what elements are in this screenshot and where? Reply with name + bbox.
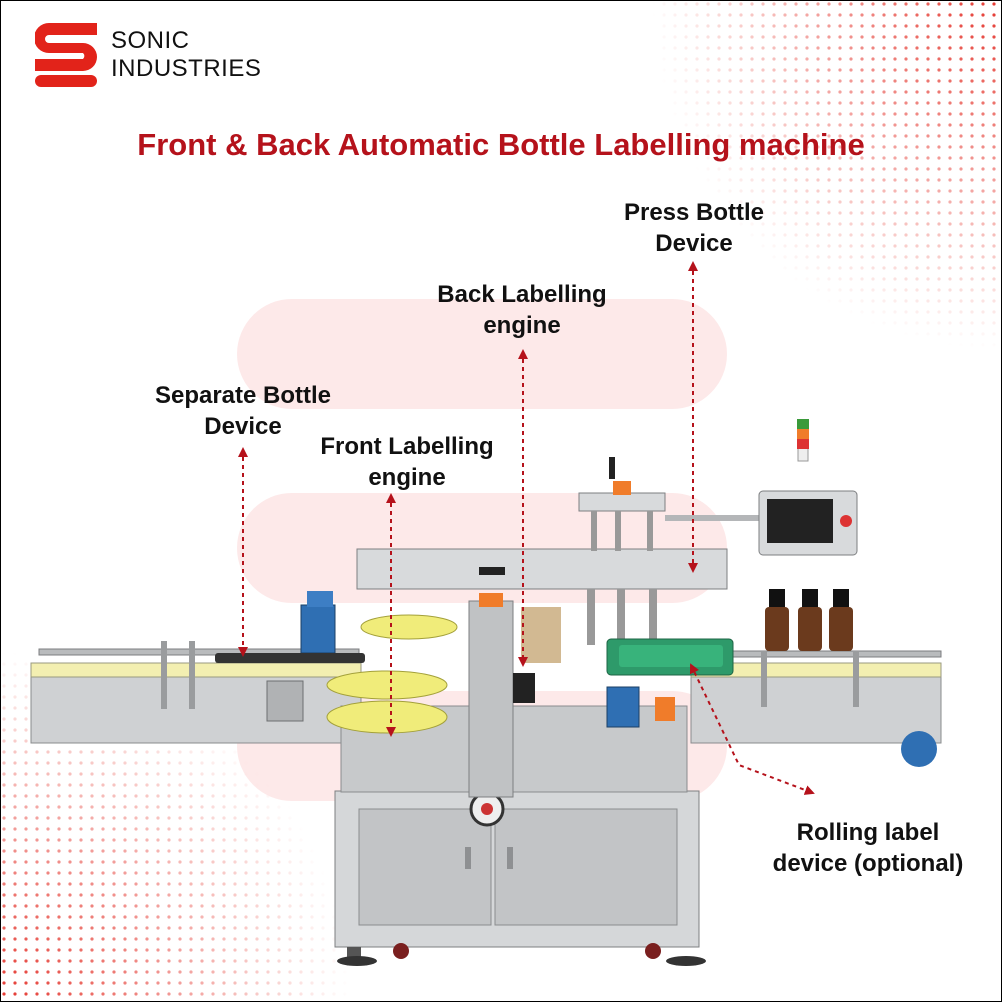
brand-name: SONIC INDUSTRIES	[111, 27, 261, 83]
label-back-labelling-line-2: engine	[483, 312, 561, 339]
arrow-rolling-label	[689, 663, 815, 795]
label-front-labelling: Front Labelling engine	[293, 431, 521, 493]
label-separate-bottle-line-1: Separate Bottle	[154, 382, 332, 409]
label-separate-bottle: Separate Bottle Device	[127, 380, 359, 442]
label-rolling-label-line-2: device (optional)	[772, 850, 964, 877]
label-separate-bottle-line-2: Device	[204, 413, 282, 440]
label-rolling-label: Rolling label device (optional)	[741, 817, 995, 879]
brand-line-1: SONIC	[111, 27, 190, 54]
brand-line-2: INDUSTRIES	[111, 55, 262, 82]
label-press-bottle-line-1: Press Bottle	[623, 199, 765, 226]
label-front-labelling-line-1: Front Labelling	[320, 433, 494, 460]
bottles	[765, 589, 853, 651]
label-back-labelling-line-1: Back Labelling	[437, 281, 607, 308]
label-press-bottle-line-2: Device	[655, 230, 733, 257]
label-press-bottle: Press Bottle Device	[599, 197, 789, 259]
page-title: Front & Back Automatic Bottle Labelling …	[137, 127, 865, 162]
label-front-labelling-line-2: engine	[368, 464, 446, 491]
label-back-labelling: Back Labelling engine	[411, 279, 633, 341]
sonic-logo	[35, 23, 97, 87]
label-rolling-label-line-1: Rolling label	[796, 819, 940, 846]
